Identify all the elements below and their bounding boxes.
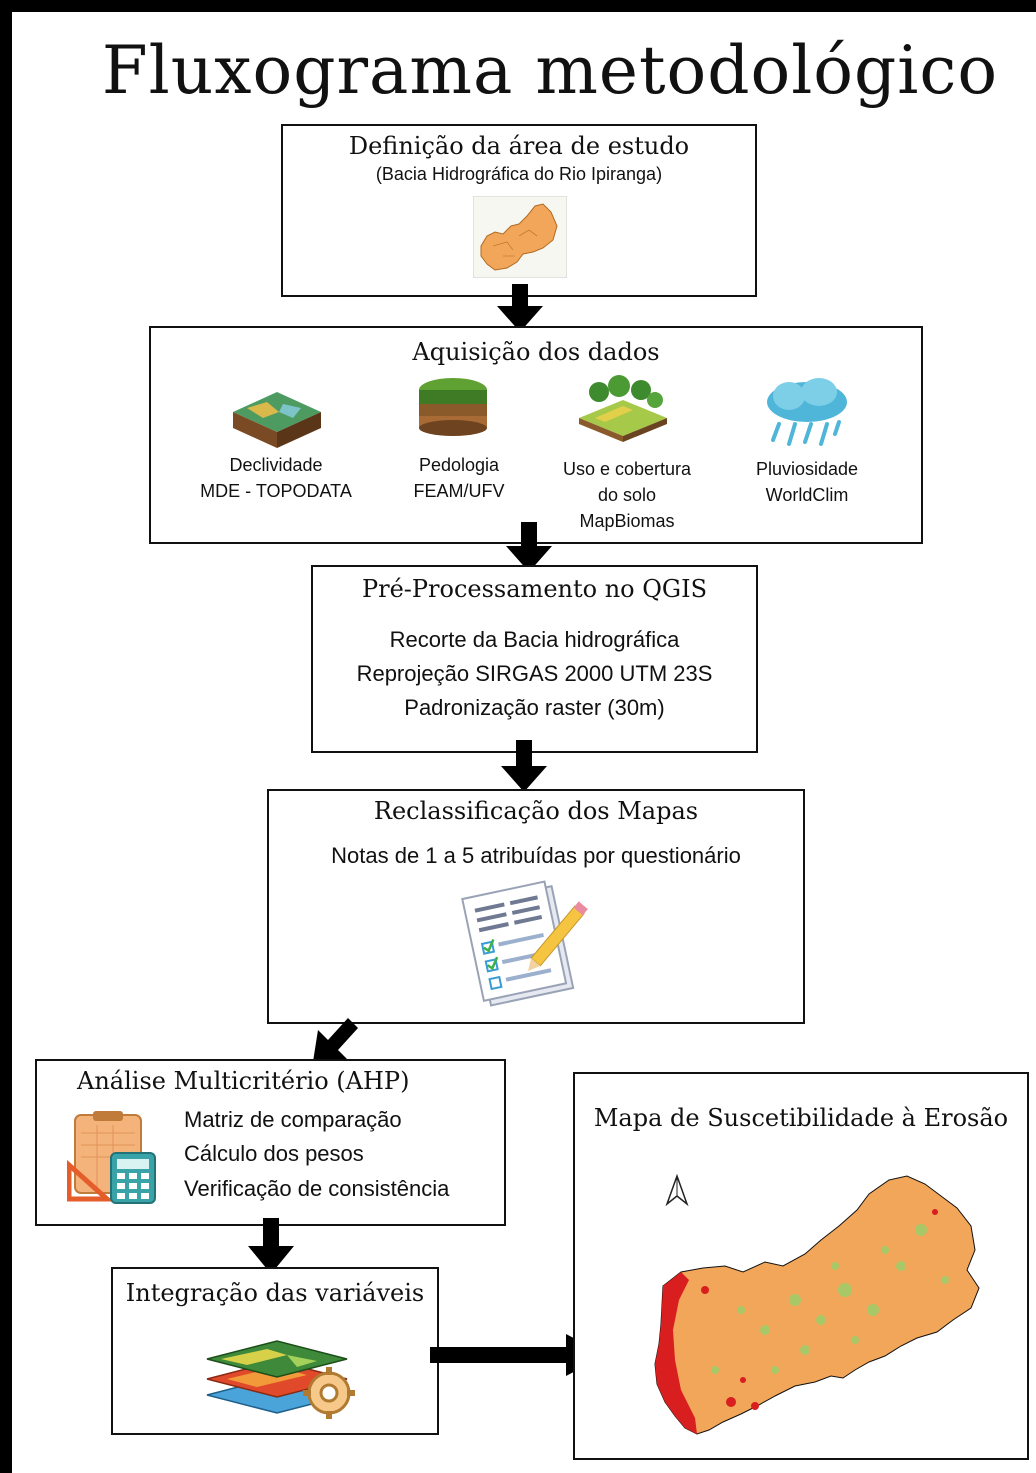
erosion-map-heading: Mapa de Suscetibilidade à Erosão bbox=[593, 1104, 1009, 1132]
study-area-box: Definição da área de estudo (Bacia Hidro… bbox=[281, 124, 757, 297]
reclassification-box: Reclassificação dos Mapas Notas de 1 a 5… bbox=[267, 789, 805, 1024]
arrow-diagonal-4 bbox=[312, 1018, 358, 1068]
data-acquisition-box: Aquisição dos dados Declividade MDE - bbox=[149, 326, 923, 544]
erosion-susceptibility-map bbox=[654, 1175, 980, 1435]
arrow-down-5 bbox=[248, 1218, 294, 1274]
reclassification-heading: Reclassificação dos Mapas bbox=[373, 797, 699, 825]
study-area-subheading: (Bacia Hidrográfica do Rio Ipiranga) bbox=[375, 164, 663, 184]
ahp-step-1: Matriz de comparação bbox=[184, 1107, 402, 1132]
arrow-down-1 bbox=[497, 284, 543, 332]
data-acquisition-heading: Aquisição dos dados bbox=[412, 338, 660, 366]
variable-integration-heading: Integração das variáveis bbox=[125, 1279, 425, 1307]
page-title: Fluxograma metodológico bbox=[101, 32, 999, 109]
ahp-analysis-heading: Análise Multicritério (AHP) bbox=[77, 1067, 410, 1095]
calculator-ruler-icon bbox=[67, 1111, 156, 1204]
preprocessing-step-2: Reprojeção SIRGAS 2000 UTM 23S bbox=[356, 661, 713, 686]
reclassification-text: Notas de 1 a 5 atribuídas por questionár… bbox=[331, 843, 741, 868]
raster-layers-gear-icon bbox=[206, 1340, 355, 1419]
terrain-block-icon bbox=[233, 392, 321, 448]
rain-cloud-icon bbox=[767, 378, 847, 446]
ahp-analysis-box: Análise Multicritério (AHP) Matriz de co… bbox=[35, 1059, 506, 1226]
data-item-rainfall: Pluviosidade WorldClim bbox=[755, 459, 859, 505]
north-arrow-icon bbox=[665, 1174, 689, 1207]
data-item-pedology: Pedologia FEAM/UFV bbox=[413, 455, 505, 501]
preprocessing-heading: Pré-Processamento no QGIS bbox=[361, 575, 708, 603]
arrow-down-3 bbox=[501, 740, 547, 792]
questionnaire-icon bbox=[461, 880, 588, 1007]
study-area-heading: Definição da área de estudo bbox=[348, 132, 690, 160]
ahp-step-3: Verificação de consistência bbox=[184, 1176, 450, 1201]
ahp-step-2: Cálculo dos pesos bbox=[184, 1141, 364, 1166]
basin-thumbnail-map-icon bbox=[473, 196, 567, 278]
data-item-slope: Declividade MDE - TOPODATA bbox=[200, 455, 352, 501]
land-use-icon bbox=[579, 375, 667, 442]
preprocessing-step-1: Recorte da Bacia hidrográfica bbox=[389, 627, 680, 652]
variable-integration-box: Integração das variáveis bbox=[111, 1267, 439, 1435]
preprocessing-step-3: Padronização raster (30m) bbox=[404, 695, 665, 720]
data-item-land-use: Uso e cobertura do solo MapBiomas bbox=[562, 459, 692, 531]
soil-layers-icon bbox=[419, 378, 487, 436]
arrow-down-2 bbox=[506, 522, 552, 572]
preprocessing-box: Pré-Processamento no QGIS Recorte da Bac… bbox=[311, 565, 758, 753]
erosion-susceptibility-map-box: Mapa de Suscetibilidade à Erosão bbox=[573, 1072, 1029, 1460]
